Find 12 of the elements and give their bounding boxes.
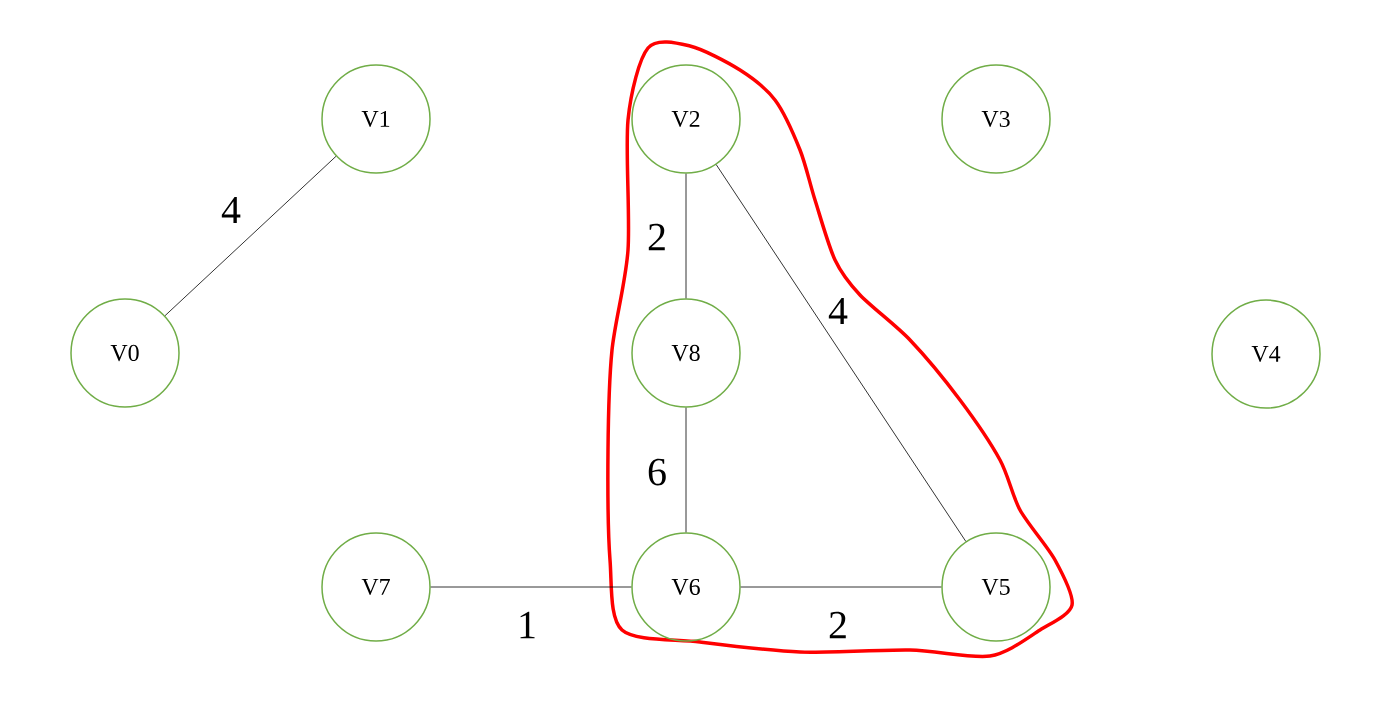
edge-weight: 1 xyxy=(520,611,535,639)
edge-weight: 4 xyxy=(828,297,848,325)
edge-weight: 4 xyxy=(221,196,241,224)
edge-line xyxy=(685,407,687,533)
edge-line xyxy=(164,155,337,317)
edge-line xyxy=(740,586,942,588)
edge-weight: 2 xyxy=(648,223,665,251)
edge-line xyxy=(430,586,632,588)
edge-weight: 2 xyxy=(829,611,846,639)
edge-weight: 6 xyxy=(648,458,666,486)
edge-line xyxy=(715,164,967,542)
edge-line xyxy=(685,173,687,299)
